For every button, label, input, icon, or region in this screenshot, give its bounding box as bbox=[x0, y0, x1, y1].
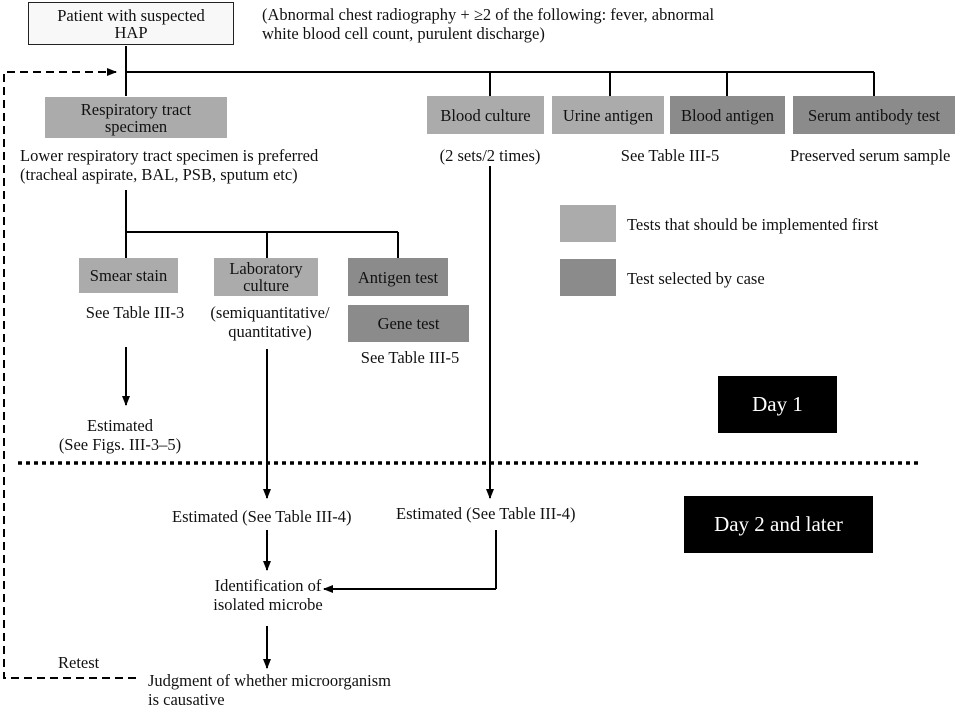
serum-antibody-box: Serum antibody test bbox=[793, 96, 955, 134]
blood-culture-box: Blood culture bbox=[427, 96, 544, 134]
urine-antigen-box: Urine antigen bbox=[552, 96, 664, 134]
patient-box: Patient with suspected HAP bbox=[28, 2, 234, 45]
culture-estimated: Estimated (See Table III-4) bbox=[172, 507, 352, 526]
day1-badge: Day 1 bbox=[718, 376, 837, 433]
day2-badge: Day 2 and later bbox=[684, 496, 873, 553]
legend-swatch-first bbox=[560, 205, 616, 242]
legend-swatch-case bbox=[560, 259, 616, 296]
judgment-text: Judgment of whether microorganism is cau… bbox=[148, 671, 392, 709]
blood-culture-note: (2 sets/2 times) bbox=[439, 146, 541, 165]
blood-estimated: Estimated (See Table III-4) bbox=[396, 504, 576, 523]
antigen-test-box: Antigen test bbox=[348, 258, 448, 296]
serum-note: Preserved serum sample bbox=[790, 146, 951, 165]
identification-text: Identification of isolated microbe bbox=[213, 576, 323, 614]
laboratory-culture-note: (semiquantitative/ quantitative) bbox=[210, 303, 330, 341]
respiratory-specimen-box: Respiratory tract specimen bbox=[45, 97, 227, 138]
laboratory-culture-box: Laboratory culture bbox=[214, 258, 318, 296]
smear-estimated: Estimated (See Figs. III-3–5) bbox=[58, 416, 182, 454]
blood-antigen-box: Blood antigen bbox=[670, 96, 785, 134]
legend-label-first: Tests that should be implemented first bbox=[627, 215, 879, 234]
smear-stain-note: See Table III-3 bbox=[85, 303, 185, 322]
antigen-note: See Table III-5 bbox=[620, 146, 720, 165]
legend-label-case: Test selected by case bbox=[627, 269, 765, 288]
gene-test-note: See Table III-5 bbox=[360, 348, 460, 367]
smear-stain-box: Smear stain bbox=[79, 258, 178, 293]
criteria-note: (Abnormal chest radiography + ≥2 of the … bbox=[262, 5, 715, 43]
retest-label: Retest bbox=[58, 653, 100, 672]
respiratory-note: Lower respiratory tract specimen is pref… bbox=[20, 146, 319, 184]
gene-test-box: Gene test bbox=[348, 305, 469, 342]
